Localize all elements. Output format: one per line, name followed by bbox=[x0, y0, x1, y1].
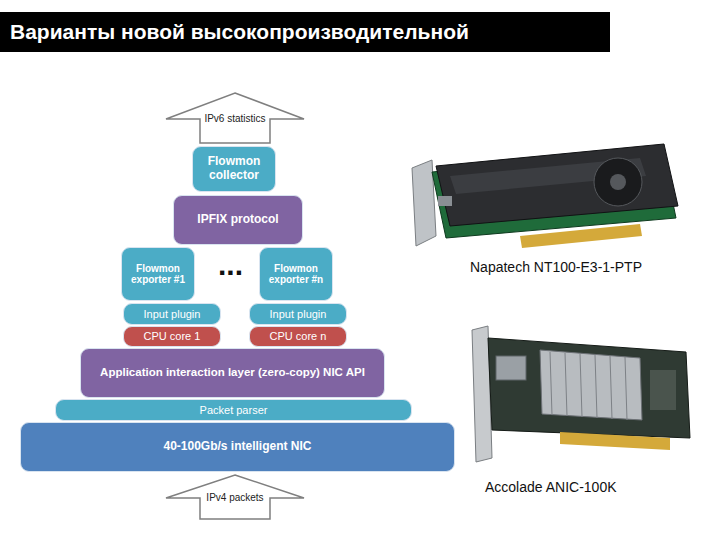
arrow-label: IPv4 packets bbox=[200, 492, 270, 504]
heatsink bbox=[540, 350, 642, 420]
exporter-box: Flowmon exporter #1 bbox=[121, 247, 195, 301]
exporter-box: Flowmon exporter #n bbox=[259, 247, 333, 301]
box-label: Application interaction layer (zero-copy… bbox=[96, 366, 369, 379]
title-bar: Варианты новой высокопроизводительной bbox=[0, 12, 610, 52]
card-chip bbox=[650, 370, 676, 410]
sfp-port bbox=[438, 196, 452, 206]
qsfp-cage bbox=[496, 356, 526, 380]
api-layer-box: Application interaction layer (zero-copy… bbox=[80, 348, 385, 398]
arrow-shape bbox=[166, 475, 304, 519]
product-name: Napatech NT100-E3-1-PTP bbox=[470, 260, 642, 274]
box-label: Input plugin bbox=[140, 308, 205, 321]
arrow-shape bbox=[166, 93, 304, 143]
protocol-box: IPFIX protocol bbox=[173, 195, 303, 245]
box-label: 40-100Gb/s intelligent NIC bbox=[159, 440, 315, 454]
box-label: CPU core n bbox=[266, 330, 331, 343]
product-name: Accolade ANIC-100K bbox=[485, 480, 617, 494]
heatsink-fin bbox=[595, 355, 597, 418]
title: Варианты новой высокопроизводительной bbox=[10, 20, 469, 44]
plugin-box: Input plugin bbox=[249, 303, 347, 325]
gold-fingers bbox=[520, 224, 642, 248]
parser-box: Packet parser bbox=[55, 399, 412, 421]
napatech-card bbox=[412, 144, 678, 248]
collector-box: Flowmon collector bbox=[192, 146, 276, 192]
accolade-card bbox=[472, 326, 690, 462]
fan-hub bbox=[610, 174, 626, 190]
plugin-box: Input plugin bbox=[123, 303, 221, 325]
box-label: Packet parser bbox=[196, 404, 272, 417]
box-label: CPU core 1 bbox=[140, 330, 205, 343]
card-pcb bbox=[488, 338, 690, 438]
ellipsis: ... bbox=[218, 250, 243, 280]
cpu-core-box: CPU core n bbox=[249, 326, 347, 347]
heatsink-fin bbox=[550, 352, 552, 415]
heatsink-fin bbox=[565, 353, 567, 416]
heatsink-fin bbox=[580, 354, 582, 417]
box-label: IPFIX protocol bbox=[193, 213, 282, 227]
heatsink-fin bbox=[625, 357, 627, 420]
output-arrow: IPv6 statistics bbox=[165, 92, 305, 144]
input-arrow: IPv4 packets bbox=[165, 474, 305, 520]
box-label: Flowmon collector bbox=[193, 155, 275, 183]
box-label: Flowmon exporter #1 bbox=[122, 263, 194, 286]
card-fan bbox=[594, 158, 642, 206]
heatsink-fin bbox=[610, 356, 612, 419]
arrow-label: IPv6 statistics bbox=[200, 113, 270, 125]
box-label: Flowmon exporter #n bbox=[260, 263, 332, 286]
box-label: Input plugin bbox=[266, 308, 331, 321]
gold-fingers bbox=[560, 432, 670, 450]
card-shroud bbox=[436, 144, 678, 226]
cpu-core-box: CPU core 1 bbox=[123, 326, 221, 347]
nic-box: 40-100Gb/s intelligent NIC bbox=[20, 422, 455, 472]
